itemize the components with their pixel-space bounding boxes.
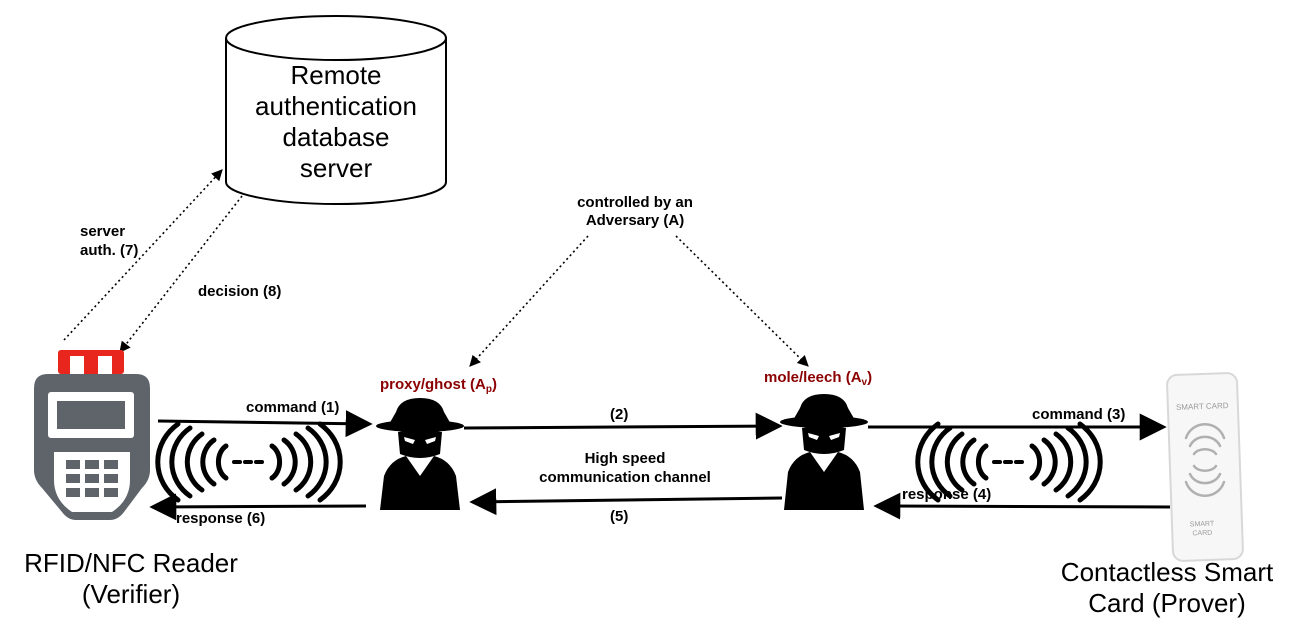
response4-label: response (4) <box>902 486 992 503</box>
nfc-waves-right-icon <box>915 421 1103 503</box>
response4-arrow <box>873 492 1171 520</box>
rfid-reader-icon <box>34 350 150 520</box>
adversary-to-mole-arrow <box>675 235 809 367</box>
command1-label: command (1) <box>246 399 340 416</box>
mole-spy-icon <box>780 394 868 510</box>
step5-label: (5) <box>610 508 629 525</box>
solid-arrows <box>149 410 1171 521</box>
reader-label: RFID/NFC Reader (Verifier) <box>24 548 238 609</box>
database-label: Remote authentication database server <box>255 60 417 183</box>
adversary-to-proxy-arrow <box>469 235 589 367</box>
mole-label: mole/leech (Av) <box>764 369 873 388</box>
response6-arrow <box>149 493 367 521</box>
decision-arrow <box>119 195 243 353</box>
card-print-bottom: SMART CARD <box>1189 520 1215 538</box>
database-cylinder-icon <box>225 15 447 205</box>
card-print-top: SMART CARD <box>1175 401 1229 412</box>
channel-label: High speed communication channel <box>539 450 711 486</box>
adversary-label: controlled by an Adversary (A) <box>577 194 693 229</box>
step5-arrow <box>469 488 783 516</box>
command1-arrow <box>157 410 373 438</box>
step2-label: (2) <box>610 406 629 423</box>
response6-label: response (6) <box>176 510 266 527</box>
card-label: Contactless Smart Card (Prover) <box>1060 557 1274 618</box>
decision-label: decision (8) <box>198 283 282 300</box>
step2-arrow <box>463 412 783 440</box>
nfc-waves-left-icon <box>155 421 343 503</box>
server-auth-label: server auth. (7) <box>80 223 139 259</box>
server-auth-arrow <box>63 169 223 341</box>
proxy-spy-icon <box>376 398 464 510</box>
command3-label: command (3) <box>1032 406 1126 423</box>
smart-card-icon <box>1166 372 1244 562</box>
proxy-label: proxy/ghost (Ap) <box>380 376 497 395</box>
dotted-connectors <box>63 169 809 367</box>
